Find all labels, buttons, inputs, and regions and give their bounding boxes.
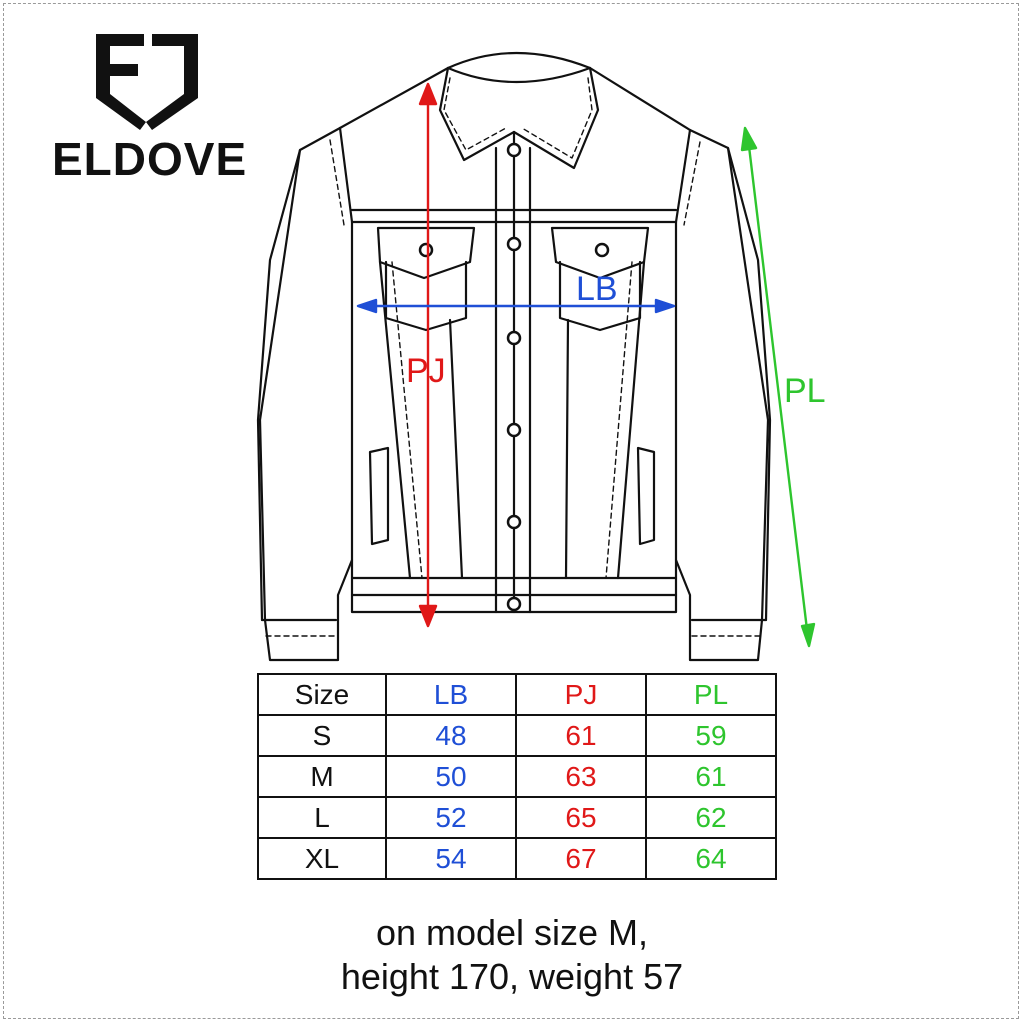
table-row: S 48 61 59 [257, 714, 777, 757]
cell-size: M [257, 755, 387, 798]
cell-pl: 59 [645, 714, 777, 757]
jacket-diagram [256, 51, 816, 662]
pj-label: PJ [406, 352, 446, 390]
table-row: XL 54 67 64 [257, 837, 777, 880]
cell-lb: 54 [385, 837, 517, 880]
buttons [418, 142, 610, 612]
pl-label: PL [784, 372, 826, 410]
brand-logo: ELDOVE [48, 28, 248, 188]
table-header-row: Size LB PJ PL [257, 673, 777, 716]
lb-label: LB [576, 270, 618, 308]
cell-lb: 52 [385, 796, 517, 839]
table-row: L 52 65 62 [257, 796, 777, 839]
header-pj: PJ [515, 673, 647, 716]
pl-arrow [740, 126, 816, 648]
cell-pl: 62 [645, 796, 777, 839]
collar [438, 51, 600, 170]
header-pl: PL [645, 673, 777, 716]
cell-lb: 48 [385, 714, 517, 757]
pj-arrow [418, 82, 438, 628]
model-note-line-2: height 170, weight 57 [340, 956, 684, 997]
header-size: Size [257, 673, 387, 716]
cell-pj: 65 [515, 796, 647, 839]
model-note-line-1: on model size M, [375, 912, 649, 953]
cell-pj: 67 [515, 837, 647, 880]
cell-size: S [257, 714, 387, 757]
hand-pockets [368, 446, 656, 546]
size-chart-table: Size LB PJ PL S 48 61 59 M 50 63 61 L 52… [257, 673, 777, 880]
cell-pj: 63 [515, 755, 647, 798]
cell-pj: 61 [515, 714, 647, 757]
sleeves [256, 146, 772, 637]
cell-pl: 61 [645, 755, 777, 798]
cell-size: L [257, 796, 387, 839]
shield-emblem-icon [96, 34, 198, 130]
cell-size: XL [257, 837, 387, 880]
image-frame [3, 3, 1019, 1019]
table-row: M 50 63 61 [257, 755, 777, 798]
brand-wordmark: ELDOVE [52, 133, 248, 185]
front-panel-seams [378, 260, 646, 580]
front-placket [494, 130, 532, 614]
cell-pl: 64 [645, 837, 777, 880]
cell-lb: 50 [385, 755, 517, 798]
lb-arrow [356, 298, 676, 314]
header-lb: LB [385, 673, 517, 716]
